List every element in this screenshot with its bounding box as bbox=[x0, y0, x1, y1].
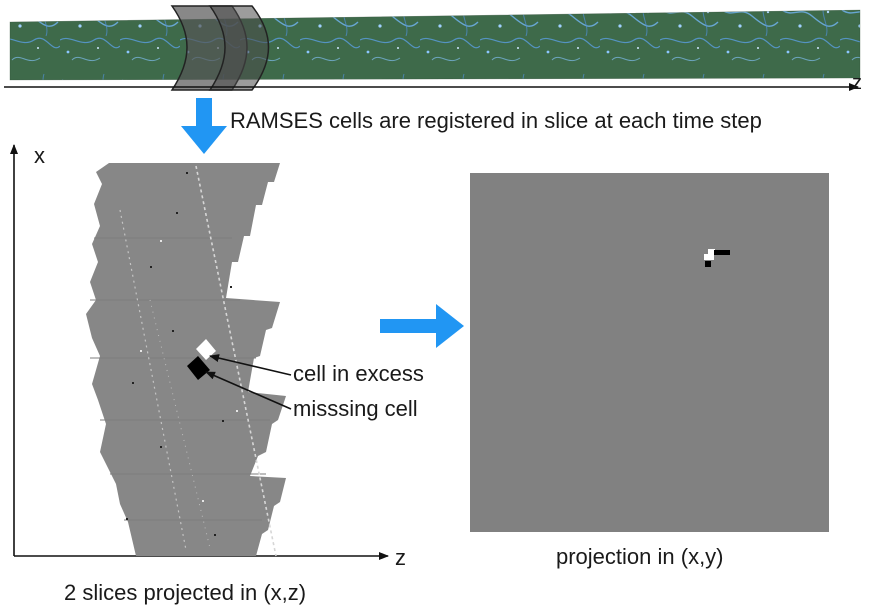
projection-panel bbox=[470, 173, 829, 532]
down-arrow-icon bbox=[181, 98, 227, 154]
step-caption: RAMSES cells are registered in slice at … bbox=[230, 108, 762, 133]
projected-slices bbox=[86, 163, 286, 557]
simulation-banner bbox=[9, 9, 861, 81]
right-arrow-icon bbox=[380, 304, 464, 348]
missing-pointer bbox=[205, 371, 292, 410]
slice-shells bbox=[170, 5, 270, 91]
projection-residual bbox=[704, 249, 730, 267]
banner-axis-label: z bbox=[852, 72, 862, 94]
missing-annotation: misssing cell bbox=[293, 396, 418, 421]
left-z-axis-label: z bbox=[395, 545, 406, 570]
left-caption: 2 slices projected in (x,z) bbox=[64, 580, 307, 605]
excess-pointer bbox=[209, 354, 292, 376]
right-caption: projection in (x,y) bbox=[556, 544, 724, 569]
left-x-axis-label: x bbox=[34, 143, 45, 168]
missing-cell bbox=[187, 356, 210, 380]
excess-annotation: cell in excess bbox=[293, 361, 424, 386]
